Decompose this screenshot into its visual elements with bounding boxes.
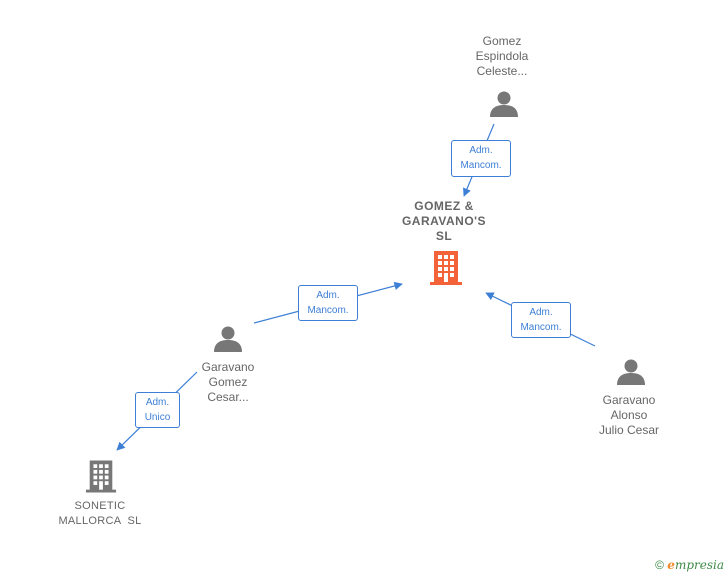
node-gomez-espindola[interactable]: Gomez Espindola Celeste... — [450, 34, 554, 79]
node-label: GOMEZ & GARAVANO'S SL — [401, 199, 487, 243]
building-icon[interactable] — [429, 250, 463, 286]
empresia-watermark: © empresia — [655, 558, 724, 572]
node-garavano-gomez[interactable]: Garavano Gomez Cesar... — [176, 360, 280, 405]
person-icon[interactable] — [616, 357, 646, 387]
building-icon[interactable] — [85, 459, 117, 494]
person-icon[interactable] — [489, 89, 519, 119]
relation-label[interactable]: Adm. Mancom. — [451, 140, 511, 177]
relation-label[interactable]: Adm. Mancom. — [298, 285, 358, 321]
node-label: Garavano Alonso Julio Cesar — [598, 393, 660, 437]
node-main-company[interactable]: GOMEZ & GARAVANO'S SL — [384, 199, 504, 244]
copyright-symbol: © — [655, 558, 664, 572]
person-icon[interactable] — [213, 324, 243, 354]
node-sonetic-mallorca[interactable]: SONETIC MALLORCA SL — [44, 499, 156, 529]
relation-label[interactable]: Adm. Mancom. — [511, 302, 571, 338]
node-label: SONETIC MALLORCA SL — [58, 500, 142, 527]
node-label: Garavano Gomez Cesar... — [201, 360, 255, 404]
node-label: Gomez Espindola Celeste... — [475, 34, 529, 78]
relation-label[interactable]: Adm. Unico — [135, 392, 180, 428]
node-garavano-alonso[interactable]: Garavano Alonso Julio Cesar — [574, 393, 684, 438]
brand-logo: empresia — [667, 558, 724, 572]
